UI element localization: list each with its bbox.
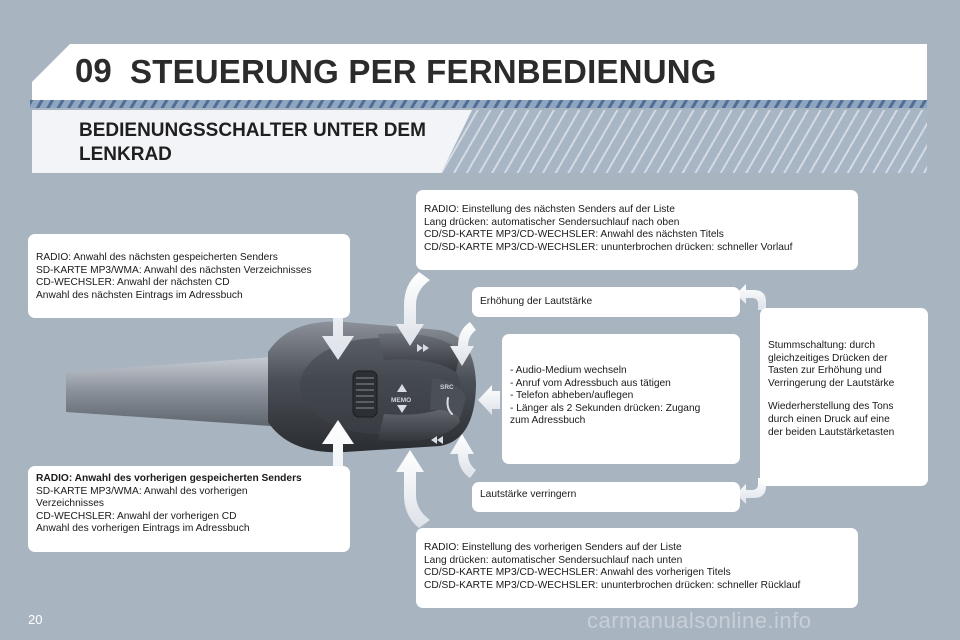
- volume-up-label: Erhöhung der Lautstärke: [480, 296, 593, 307]
- prev-preset-line: RADIO: Anwahl des vorherigen gespeichert…: [36, 473, 302, 484]
- seek-up-box: RADIO: Einstellung des nächsten Senders …: [416, 190, 858, 270]
- source-line: - Audio-Medium wechseln: [510, 365, 627, 376]
- src-label: SRC: [440, 384, 454, 391]
- source-line: zum Adressbuch: [510, 415, 586, 427]
- prev-preset-line: CD-WECHSLER: Anwahl der vorherigen CD: [36, 510, 237, 522]
- memo-up-icon: [397, 384, 407, 392]
- chapter-number: 09: [75, 52, 112, 89]
- mute-line: Tasten zur Erhöhung und: [768, 365, 882, 377]
- next-preset-line: Anwahl des nächsten Eintrags im Adressbu…: [36, 289, 243, 301]
- seek-up-line: CD/SD-KARTE MP3/CD-WECHSLER: ununterbroc…: [424, 241, 793, 253]
- source-line: - Telefon abheben/auflegen: [510, 390, 634, 402]
- volume-up-button[interactable]: [378, 333, 460, 372]
- mute-line: gleichzeitiges Drücken der: [768, 352, 888, 364]
- watermark-text: carmanualsonline.info: [587, 608, 812, 633]
- seek-down-line: CD/SD-KARTE MP3/CD-WECHSLER: Anwahl des …: [424, 567, 731, 579]
- section-subtitle: BEDIENUNGSSCHALTER UNTER DEM LENKRAD: [79, 120, 426, 165]
- seek-down-line: Lang drücken: automatischer Sendersuchla…: [424, 554, 683, 566]
- next-preset-line: RADIO: Anwahl des nächsten gespeicherten…: [36, 252, 278, 263]
- title-hatch-stripe: [30, 100, 927, 108]
- prev-preset-line: Verzeichnisses: [36, 498, 104, 510]
- next-preset-box: RADIO: Anwahl des nächsten gespeicherten…: [28, 234, 350, 318]
- next-preset-line: CD-WECHSLER: Anwahl der nächsten CD: [36, 277, 230, 289]
- volume-down-button[interactable]: [378, 402, 460, 442]
- memo-label: MEMO: [391, 397, 411, 404]
- seek-down-line: CD/SD-KARTE MP3/CD-WECHSLER: ununterbroc…: [424, 579, 801, 591]
- rewind-icon: [431, 436, 443, 444]
- arrow-volume-down: [450, 434, 476, 478]
- arrow-mute-up: [736, 284, 766, 310]
- arrow-mute-down: [736, 478, 766, 504]
- source-box: - Audio-Medium wechseln - Anruf vom Adre…: [502, 334, 740, 464]
- seek-up-line: RADIO: Einstellung des nächsten Senders …: [424, 204, 675, 215]
- prev-preset-line: Anwahl des vorherigen Eintrags im Adress…: [36, 523, 250, 535]
- volume-up-box: Erhöhung der Lautstärke: [472, 287, 740, 317]
- scroll-wheel[interactable]: [352, 370, 378, 418]
- restore-line: Wiederherstellung des Tons: [768, 401, 894, 413]
- mute-line: Stummschaltung: durch: [768, 340, 876, 351]
- next-preset-line: SD-KARTE MP3/WMA: Anwahl des nächsten Ve…: [36, 264, 312, 276]
- phone-icon: [446, 397, 453, 415]
- seek-down-box: RADIO: Einstellung des vorherigen Sender…: [416, 528, 858, 608]
- page-title: STEUERUNG PER FERNBEDIENUNG: [130, 53, 717, 90]
- memo-down-icon: [397, 405, 407, 413]
- title-band: [32, 44, 927, 100]
- mute-line: Verringerung der Lautstärke: [768, 377, 895, 389]
- seek-up-line: CD/SD-KARTE MP3/CD-WECHSLER: Anwahl des …: [424, 229, 724, 241]
- stalk-shaft: [66, 355, 300, 428]
- restore-line: durch einen Druck auf eine: [768, 413, 890, 425]
- mute-box: Stummschaltung: durch gleichzeitiges Drü…: [760, 308, 928, 486]
- prev-preset-box: RADIO: Anwahl des vorherigen gespeichert…: [28, 466, 350, 552]
- seek-up-line: Lang drücken: automatischer Sendersuchla…: [424, 216, 680, 228]
- seek-down-line: RADIO: Einstellung des vorherigen Sender…: [424, 542, 682, 553]
- prev-preset-line: SD-KARTE MP3/WMA: Anwahl des vorherigen: [36, 485, 248, 497]
- source-line: - Länger als 2 Sekunden drücken: Zugang: [510, 402, 701, 414]
- restore-line: der beiden Lautstärketasten: [768, 426, 895, 438]
- subtitle-panel: [32, 110, 472, 173]
- arrow-seek-down: [396, 450, 430, 528]
- arrow-seek-up: [396, 272, 430, 346]
- volume-down-box: Lautstärke verringern: [472, 482, 740, 512]
- source-line: - Anruf vom Adressbuch aus tätigen: [510, 377, 671, 389]
- arrow-source: [478, 385, 500, 415]
- fast-forward-icon: [417, 344, 429, 352]
- arrow-volume-up: [450, 322, 476, 366]
- volume-down-label: Lautstärke verringern: [480, 489, 577, 500]
- page-number: 20: [28, 612, 43, 627]
